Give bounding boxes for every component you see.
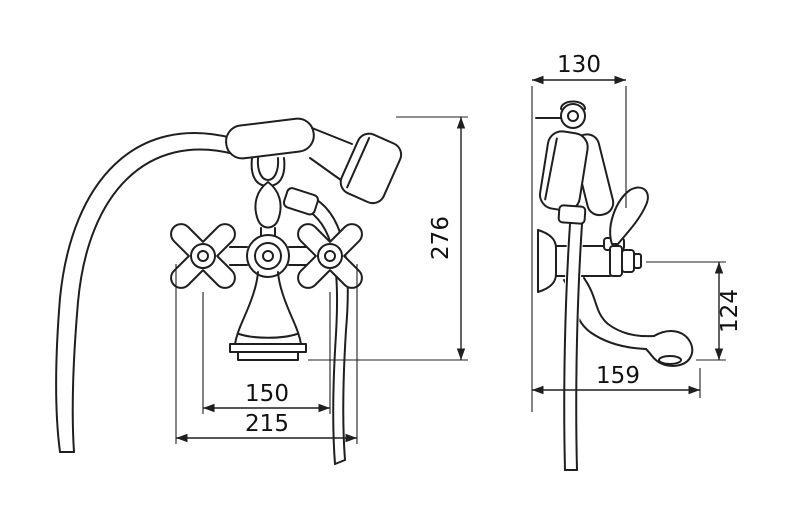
front-view <box>55 117 403 465</box>
dimension-spout-height: 124 <box>646 261 743 361</box>
shower-hose-left <box>55 132 235 453</box>
handshower-grip <box>225 117 315 160</box>
dimension-spout-reach: 159 <box>532 363 701 398</box>
diverter-lever <box>254 181 282 243</box>
shower-hose-side <box>562 223 584 471</box>
cross-handle-side <box>609 245 642 277</box>
body-connectors <box>229 246 307 266</box>
dim-label-124: 124 <box>717 289 743 333</box>
dim-label-276: 276 <box>428 216 454 260</box>
dimension-overall-height: 276 <box>308 116 468 361</box>
hose-elbow-outlet <box>282 187 319 216</box>
handshower-head-side <box>539 130 589 212</box>
dim-label-215: 215 <box>245 411 289 437</box>
hose-connector-side <box>557 204 587 225</box>
dim-label-130: 130 <box>557 52 601 78</box>
wall-bracket <box>535 100 586 129</box>
dim-label-150: 150 <box>245 381 289 407</box>
wall-flange <box>537 229 557 293</box>
dim-label-159: 159 <box>596 363 640 389</box>
dimension-annotations: 276 150 215 130 <box>175 52 743 444</box>
side-view <box>535 100 694 471</box>
dimension-depth: 130 <box>531 52 627 412</box>
tub-spout-front <box>229 271 307 361</box>
center-diverter-knob <box>246 234 290 278</box>
right-cross-handle <box>297 223 363 289</box>
left-cross-handle <box>170 223 236 289</box>
handshower-head <box>339 132 403 205</box>
dimension-handle-spacing: 150 <box>202 292 331 414</box>
tub-spout-side <box>563 277 694 367</box>
dimension-overall-width: 215 <box>175 264 358 444</box>
